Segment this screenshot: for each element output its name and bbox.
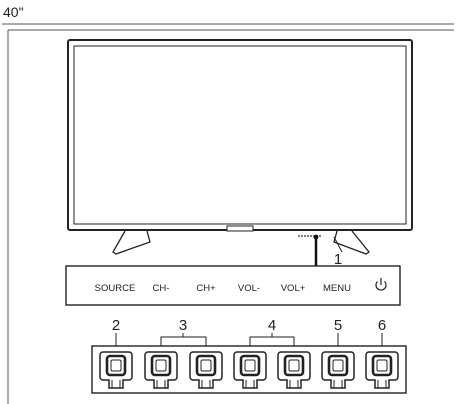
ch-plus-button[interactable] xyxy=(189,351,223,389)
source-label: SOURCE xyxy=(95,283,136,294)
callout-2: 2 xyxy=(112,317,120,334)
callout-1-leader xyxy=(333,236,343,253)
callout-5: 5 xyxy=(334,317,342,334)
tv-screen xyxy=(73,45,407,225)
callout-6: 6 xyxy=(378,317,386,334)
physical-buttons xyxy=(99,351,399,389)
vol-minus-label: VOL- xyxy=(238,283,260,294)
ch-minus-label: CH- xyxy=(153,283,170,294)
ch-minus-button[interactable] xyxy=(144,351,178,389)
screen-size-label: 40" xyxy=(3,4,24,20)
menu-label: MENU xyxy=(323,283,351,294)
callout-1: 1 xyxy=(334,251,342,268)
vol-plus-label: VOL+ xyxy=(281,283,306,294)
callout-4: 4 xyxy=(268,317,276,334)
button-label-panel xyxy=(65,265,401,306)
source-button[interactable] xyxy=(99,351,133,389)
connector-dot xyxy=(313,234,319,240)
ch-plus-label: CH+ xyxy=(196,283,216,294)
television xyxy=(67,39,413,255)
tv-left-foot xyxy=(112,230,151,255)
callout-3: 3 xyxy=(179,317,187,334)
power-button[interactable] xyxy=(365,351,399,389)
sensor-dots xyxy=(298,235,321,237)
power-icon xyxy=(375,278,387,291)
vol-minus-button[interactable] xyxy=(233,351,267,389)
tv-logo-strip xyxy=(226,225,254,232)
menu-button[interactable] xyxy=(321,351,355,389)
vol-plus-button[interactable] xyxy=(277,351,311,389)
leader-lines xyxy=(115,333,383,346)
